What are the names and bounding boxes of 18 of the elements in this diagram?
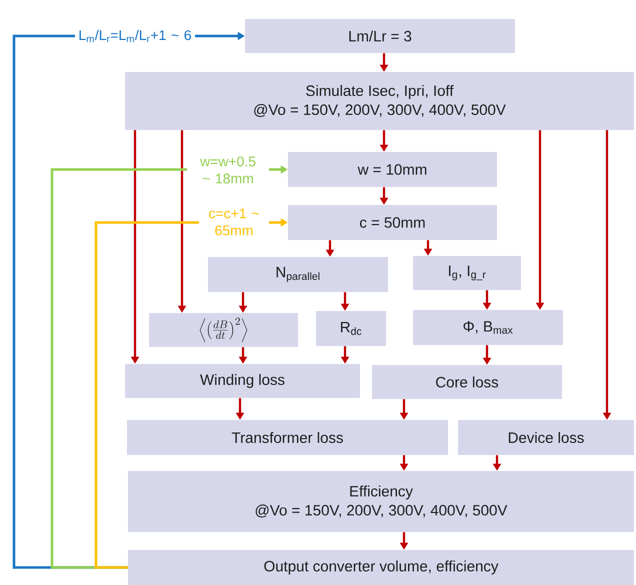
process-box: c = 50mm	[288, 205, 497, 240]
edge-label: L$_{m}$/L$_{r}$=L$_{m}$/L$_{r}$+1 ~ 6	[75, 28, 195, 44]
process-box: I$_{g}$, I$_{g_r}$	[413, 256, 521, 290]
formula-box: $\left\langle\left(\frac{dB}{dt}\right)^{2}\right\rangle$	[149, 313, 298, 347]
process-box: R$_{dc}$	[316, 311, 386, 346]
process-box: w = 10mm	[288, 152, 497, 187]
process-box: Lm/Lr = 3	[245, 19, 515, 53]
process-box: Transformer loss	[127, 420, 448, 455]
process-box: Device loss	[458, 420, 634, 455]
process-box: Core loss	[372, 364, 562, 399]
edge-label: w=w+0.5 ~ 18mm	[187, 156, 269, 184]
process-box: Winding loss	[125, 364, 360, 398]
edge-label: c=c+1 ~ 65mm	[199, 208, 269, 236]
process-box: Efficiency @Vo = 150V, 200V, 300V, 400V, 500V	[128, 470, 634, 532]
process-box: Φ, B$_{max}$	[413, 310, 563, 345]
process-box: Output converter volume, efficiency	[128, 550, 634, 585]
process-box: Simulate Isec, Ipri, Ioff @Vo = 150V, 200V, 300V, 400V, 500V	[125, 72, 634, 130]
process-box: N$_{parallel}$	[208, 256, 388, 292]
